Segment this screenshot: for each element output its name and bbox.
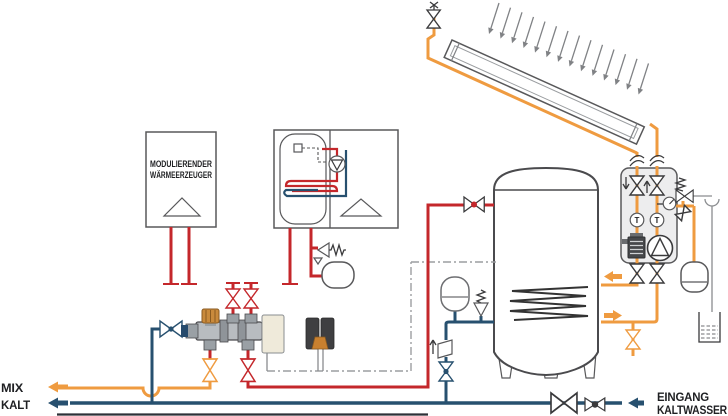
mix-label: MIX: [1, 381, 23, 395]
solar-coil: [509, 286, 589, 321]
thermometer-return: T: [649, 212, 665, 228]
heat-generator-box: MODULIERENDER WÄRMEERZEUGER: [145, 131, 217, 228]
controller-unit: [305, 317, 335, 350]
dhw-expansion-vessel: [440, 276, 470, 312]
solar-drain-valve: [625, 329, 641, 350]
blue-cap: [181, 325, 188, 337]
heating-safety-valve: [312, 241, 346, 266]
drain-collection-vessel: [698, 312, 721, 343]
mix-flow-arrow: [48, 381, 68, 393]
inlet-label-line1: EINGANG: [657, 390, 709, 404]
thermometer-supply: T: [629, 212, 645, 228]
mixing-valve-assembly: [181, 308, 285, 354]
solar-check-valve: [673, 203, 693, 223]
solar-supply-arrow: [604, 271, 622, 282]
flow-meter: [622, 233, 646, 259]
mixer-top-valve-left: [225, 288, 241, 309]
hot-inlet-valve: [240, 358, 256, 383]
spring-icon: [673, 177, 688, 192]
air-vent-valve: [426, 1, 441, 29]
kalt-label: KALT: [1, 398, 31, 412]
tank-sensor-icon: [293, 143, 303, 153]
mixer-top-valve-right: [243, 288, 259, 309]
dhw-check-valve: [429, 339, 453, 359]
flow-down-arrow: [622, 177, 630, 190]
insulation-shell: [261, 314, 285, 354]
sun-irradiation-arrows: [487, 2, 650, 96]
solar-pump: [646, 234, 674, 262]
inlet-label-line2: KALTWASSER: [657, 403, 727, 416]
solar-return-arrow: [604, 310, 622, 321]
solar-pump-station: T T: [622, 175, 677, 284]
inlet-flow-arrow: [628, 397, 644, 409]
solar-expansion-vessel: [680, 261, 709, 293]
kalt-flow-arrow: [48, 397, 68, 409]
mixer-cold-inlet-valve: [159, 320, 183, 338]
main-shutoff-valve: [550, 392, 578, 414]
pressure-gauge: [657, 196, 677, 211]
safety-discharge-line: [693, 195, 721, 343]
dhw-safety-valve: [472, 289, 490, 318]
svg-text:T: T: [655, 216, 660, 225]
heat-generator-label-line1: MODULIERENDER: [150, 159, 212, 170]
sensor-lines: [266, 261, 496, 372]
flow-up-arrow: [643, 180, 651, 193]
tank-hot-outlet-valve: [463, 196, 485, 213]
heating-expansion-vessel: [321, 261, 355, 289]
solar-collector: [443, 39, 646, 146]
heat-generator-label-line2: WÄRMEERZEUGER: [150, 170, 212, 181]
main-check-valve: [584, 397, 606, 412]
hot-water-piping: [163, 203, 494, 389]
station-bottom-valve-right: [649, 263, 665, 284]
storage-tank: [493, 166, 599, 379]
pipe-break-marks: [629, 154, 665, 167]
dhw-branch-valve: [438, 361, 454, 382]
station-bottom-valve-left: [629, 263, 645, 284]
solar-safety-valve: [675, 189, 694, 204]
svg-text:T: T: [635, 216, 640, 225]
combi-unit-box: [273, 129, 399, 229]
solar-safety-group: [673, 177, 694, 223]
mix-outlet-valve: [202, 358, 218, 383]
